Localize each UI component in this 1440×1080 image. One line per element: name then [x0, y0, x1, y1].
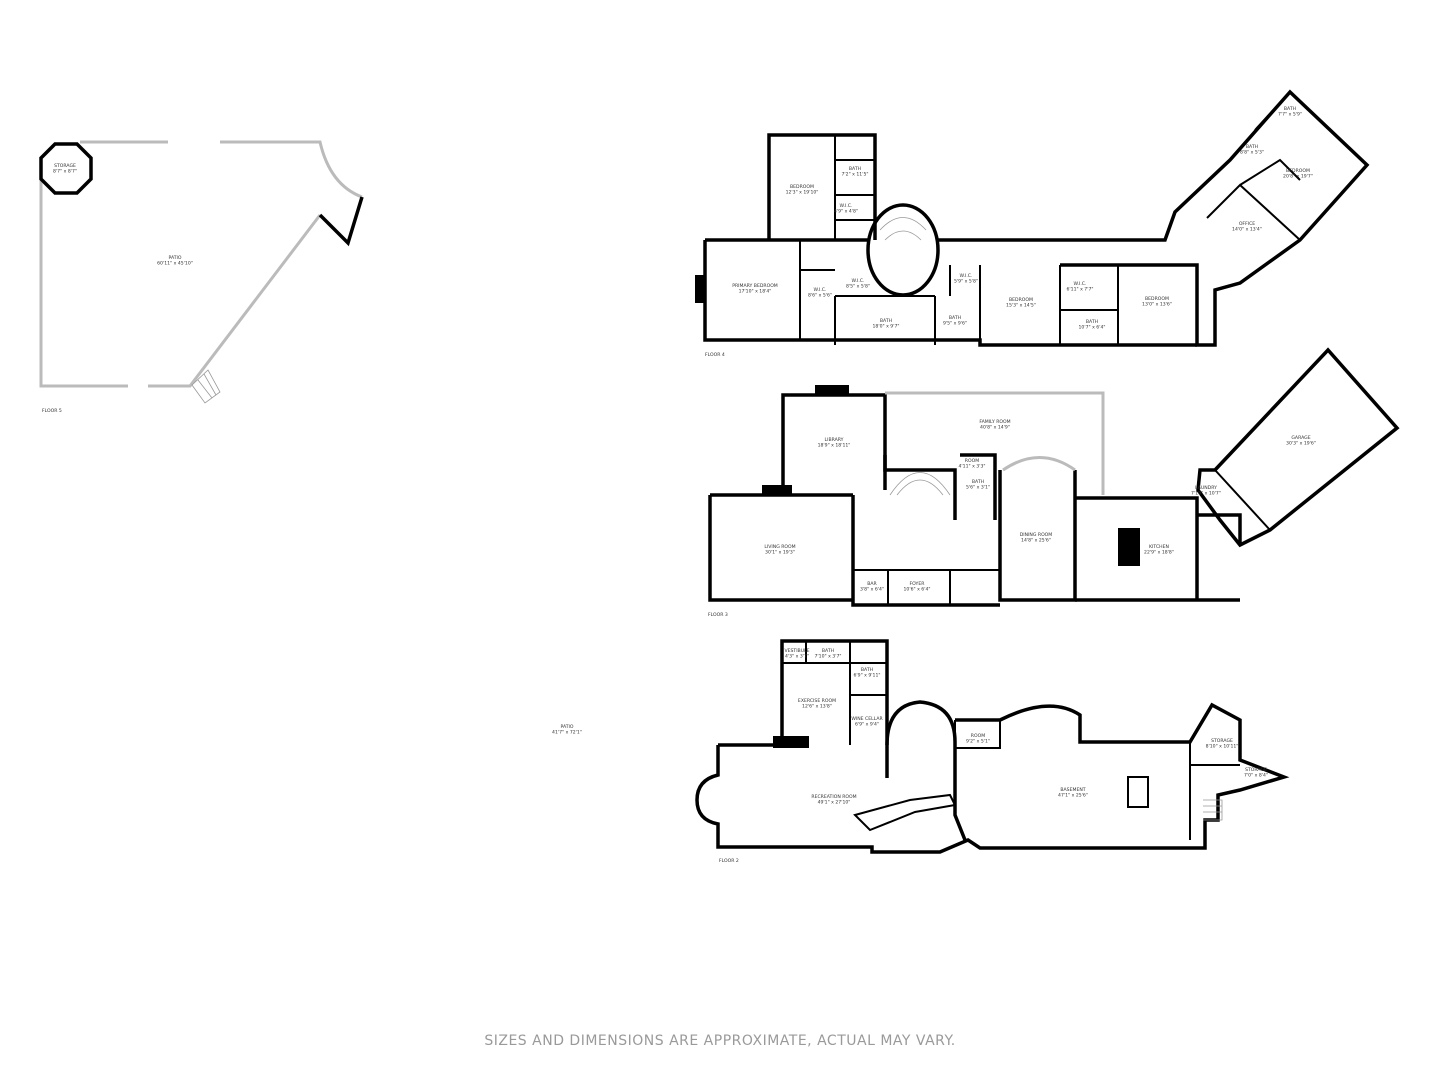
room-dimensions: 8'6" x 5'6" [808, 293, 832, 299]
room-name: W.I.C. [852, 278, 865, 284]
room-name: FOYER [910, 581, 926, 587]
floor-3-plan [708, 347, 1400, 607]
room-name: RECREATION ROOM [811, 794, 856, 800]
room-dimensions: 6'9" x 9'4" [855, 722, 879, 728]
floor-2-plan [695, 639, 1290, 854]
room-dimensions: 8'8" x 5'3" [1240, 150, 1264, 156]
room-name: BEDROOM [790, 184, 814, 190]
floor-4-plan [695, 89, 1370, 347]
room-dimensions: 12'6" x 13'8" [802, 704, 832, 710]
room-name: BATH [972, 479, 984, 485]
room-dimensions: 18'0" x 9'7" [872, 324, 899, 330]
room-dimensions: 8'5" x 5'8" [846, 284, 870, 290]
room-dimensions: 9'5" x 9'6" [943, 321, 967, 327]
room-name: BATH [1284, 106, 1296, 112]
room-dimensions: 12'3" x 19'10" [786, 190, 819, 196]
room-dimensions: 5'9" x 5'8" [954, 279, 978, 285]
room-name: PRIMARY BEDROOM [732, 283, 778, 289]
room-dimensions: 18'9" x 18'11" [818, 443, 851, 449]
room-name: BATH [1086, 319, 1098, 325]
floor-label: FLOOR 5 [42, 408, 62, 414]
room-dimensions: 22'9" x 18'8" [1144, 550, 1174, 556]
room-name: STORAGE [1211, 738, 1233, 744]
room-dimensions: 49'1" x 27'10" [818, 800, 851, 806]
floor-label: FLOOR 3 [708, 612, 728, 618]
floor-label: FLOOR 2 [719, 858, 739, 864]
room-dimensions: 47'1" x 25'6" [1058, 793, 1088, 799]
room-name: ROOM [965, 458, 979, 464]
storage-octagon [39, 142, 93, 195]
room-dimensions: 13'0" x 13'6" [1142, 302, 1172, 308]
room-name: EXERCISE ROOM [798, 698, 836, 704]
room-dimensions: 14'8" x 25'6" [1021, 538, 1051, 544]
room-name: VESTIBULE [784, 648, 809, 654]
room-dimensions: 10'7" x 6'4" [1078, 325, 1105, 331]
room-dimensions: 3'8" x 6'4" [860, 587, 884, 593]
room-name: LIVING ROOM [764, 544, 795, 550]
room-name: LIBRARY [825, 437, 844, 443]
room-name: BATH [822, 648, 834, 654]
room-name: PATIO [168, 255, 181, 261]
room-dimensions: 40'8" x 14'9" [980, 425, 1010, 431]
room-name: KITCHEN [1149, 544, 1169, 550]
room-dimensions: 7'2" x 11'5" [841, 172, 868, 178]
room-dimensions: 20'8" x 19'7" [1283, 174, 1313, 180]
room-name: W.I.C. [1074, 281, 1087, 287]
room-name: BEDROOM [1286, 168, 1310, 174]
room-name: BAR [867, 581, 877, 587]
room-dimensions: 8'7" x 8'7" [53, 169, 77, 175]
room-dimensions: 7'10" x 10'7" [1191, 491, 1221, 497]
room-dimensions: 7'7" x 5'9" [1278, 112, 1302, 118]
room-dimensions: 15'3" x 14'5" [1006, 303, 1036, 309]
room-dimensions: 60'11" x 45'10" [157, 261, 193, 267]
room-dimensions: 6'11" x 7'7" [1066, 287, 1093, 293]
room-name: STORAGE [1245, 767, 1267, 773]
room-dimensions: 30'3" x 19'6" [1286, 441, 1316, 447]
room-dimensions: 4'3" x 3'7" [785, 654, 809, 660]
room-name: BATH [1246, 144, 1258, 150]
room-name: BATH [849, 166, 861, 172]
room-name: BASEMENT [1060, 787, 1085, 793]
room-dimensions: 4'11" x 3'3" [958, 464, 985, 470]
room-dimensions: 4'9" x 4'8" [834, 209, 858, 215]
room-name: DINING ROOM [1020, 532, 1053, 538]
room-dimensions: 9'2" x 5'1" [966, 739, 990, 745]
room-name: BATH [949, 315, 961, 321]
room-dimensions: 14'0" x 13'4" [1232, 227, 1262, 233]
room-dimensions: 30'1" x 19'3" [765, 550, 795, 556]
room-name: W.I.C. [814, 287, 827, 293]
floor-label: FLOOR 4 [705, 352, 725, 358]
room-name: FAMILY ROOM [979, 419, 1010, 425]
room-dimensions: 6'9" x 9'11" [853, 673, 880, 679]
room-dimensions: 41'7" x 72'1" [552, 730, 582, 736]
room-name: WINE CELLAR [851, 716, 883, 722]
floor-5-plan [39, 140, 364, 404]
room-dimensions: 8'10" x 10'11" [1206, 744, 1239, 750]
room-name: BEDROOM [1145, 296, 1169, 302]
room-name: BEDROOM [1009, 297, 1033, 303]
room-name: GARAGE [1291, 435, 1310, 441]
room-name: ROOM [971, 733, 985, 739]
room-dimensions: 17'10" x 18'4" [739, 289, 772, 295]
disclaimer-text: SIZES AND DIMENSIONS ARE APPROXIMATE, AC… [484, 1033, 956, 1049]
room-dimensions: 10'6" x 6'4" [903, 587, 930, 593]
room-name: BATH [861, 667, 873, 673]
room-name: STORAGE [54, 163, 76, 169]
room-dimensions: 7'10" x 3'7" [814, 654, 841, 660]
room-name: LAUNDRY [1195, 485, 1217, 491]
room-dimensions: 5'6" x 3'1" [966, 485, 990, 491]
room-name: W.I.C. [840, 203, 853, 209]
room-name: OFFICE [1239, 221, 1255, 227]
room-name: PATIO [560, 724, 573, 730]
room-dimensions: 7'0" x 8'4" [1244, 773, 1268, 779]
room-name: W.I.C. [960, 273, 973, 279]
room-name: BATH [880, 318, 892, 324]
